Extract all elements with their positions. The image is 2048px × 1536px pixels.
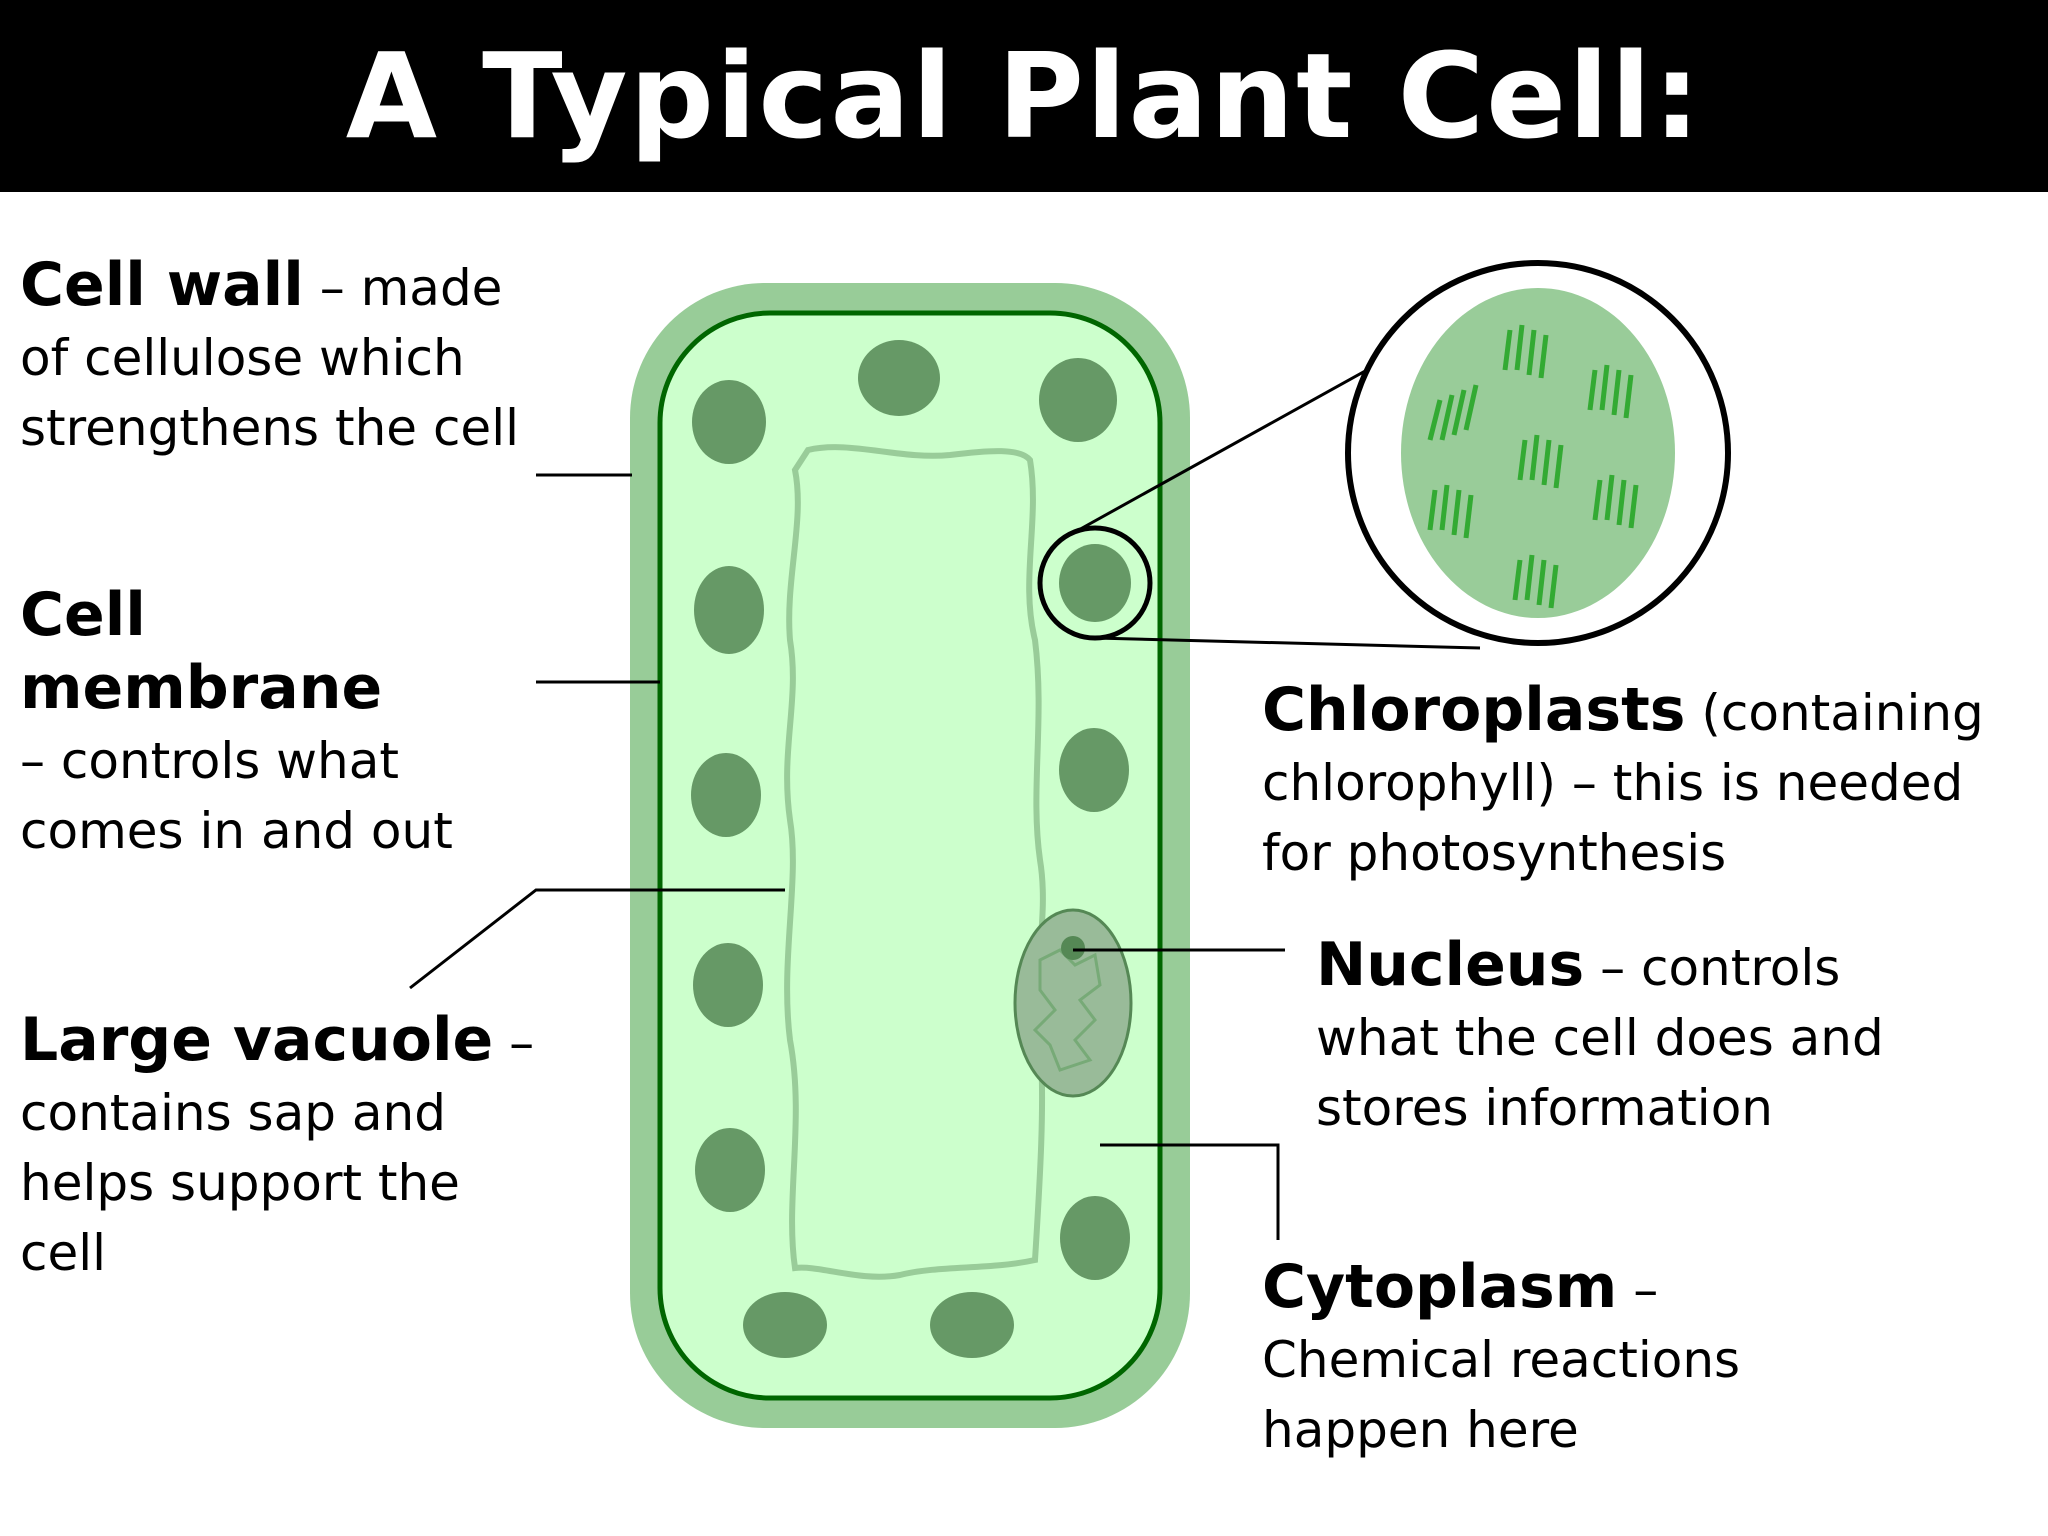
chloroplast — [1059, 728, 1129, 812]
large-vacuole-desc: – contains sap and helps support the cel… — [20, 1014, 535, 1282]
large-vacuole-term: Large vacuole — [20, 1005, 494, 1075]
cell-membrane-label: Cell membrane– controls what comes in an… — [20, 580, 510, 866]
cell-wall-label: Cell wall – made of cellulose which stre… — [20, 250, 560, 463]
nucleus-desc: – controls what the cell does and stores… — [1316, 939, 1884, 1137]
title-bar: A Typical Plant Cell: — [0, 0, 2048, 192]
chloroplast — [858, 340, 940, 416]
cell-membrane-term: Cell membrane — [20, 580, 383, 723]
zoomed-chloroplast — [1401, 288, 1675, 618]
vacuole-shape — [784, 444, 1046, 1280]
chloroplasts-group — [691, 340, 1131, 1358]
chloroplast — [694, 566, 764, 654]
nucleus-chromatin — [1032, 948, 1102, 1072]
chloroplast — [1059, 544, 1131, 622]
chloroplasts-term: Chloroplasts — [1262, 675, 1686, 745]
chloroplast — [693, 943, 763, 1027]
cytoplasm-desc: – Chemical reactions happen here — [1262, 1261, 1741, 1459]
cell-membrane-desc: – controls what comes in and out — [20, 732, 453, 860]
page-title: A Typical Plant Cell: — [345, 27, 1703, 165]
cell-wall-term: Cell wall — [20, 250, 304, 320]
chloroplasts-label: Chloroplasts (containing chlorophyll) – … — [1262, 675, 2022, 888]
nucleolus — [1061, 936, 1085, 960]
thylakoid-stacks — [1427, 324, 1639, 609]
chloroplast — [1039, 358, 1117, 442]
zoom-line — [1074, 358, 1386, 534]
chloroplast — [930, 1292, 1014, 1358]
chloroplast — [743, 1292, 827, 1358]
nucleus-label: Nucleus – controls what the cell does an… — [1316, 930, 1976, 1143]
chloroplast — [691, 753, 761, 837]
vacuole-leader — [409, 888, 785, 990]
zoom-line — [1094, 636, 1481, 650]
leader-lines — [409, 473, 1285, 1240]
cytoplasm-term: Cytoplasm — [1262, 1252, 1618, 1322]
cytoplasm-leader — [1100, 1143, 1280, 1240]
large-vacuole-label: Large vacuole – contains sap and helps s… — [20, 1005, 540, 1288]
cytoplasm-label: Cytoplasm – Chemical reactions happen he… — [1262, 1252, 1822, 1465]
chloroplasts-desc: (containing chlorophyll) – this is neede… — [1262, 684, 1984, 882]
nucleus-term: Nucleus — [1316, 930, 1585, 1000]
chloroplast — [692, 380, 766, 464]
chloroplast — [1060, 1196, 1130, 1280]
chloroplast — [695, 1128, 765, 1212]
cell-wall-desc: – made of cellulose which strengthens th… — [20, 259, 519, 457]
